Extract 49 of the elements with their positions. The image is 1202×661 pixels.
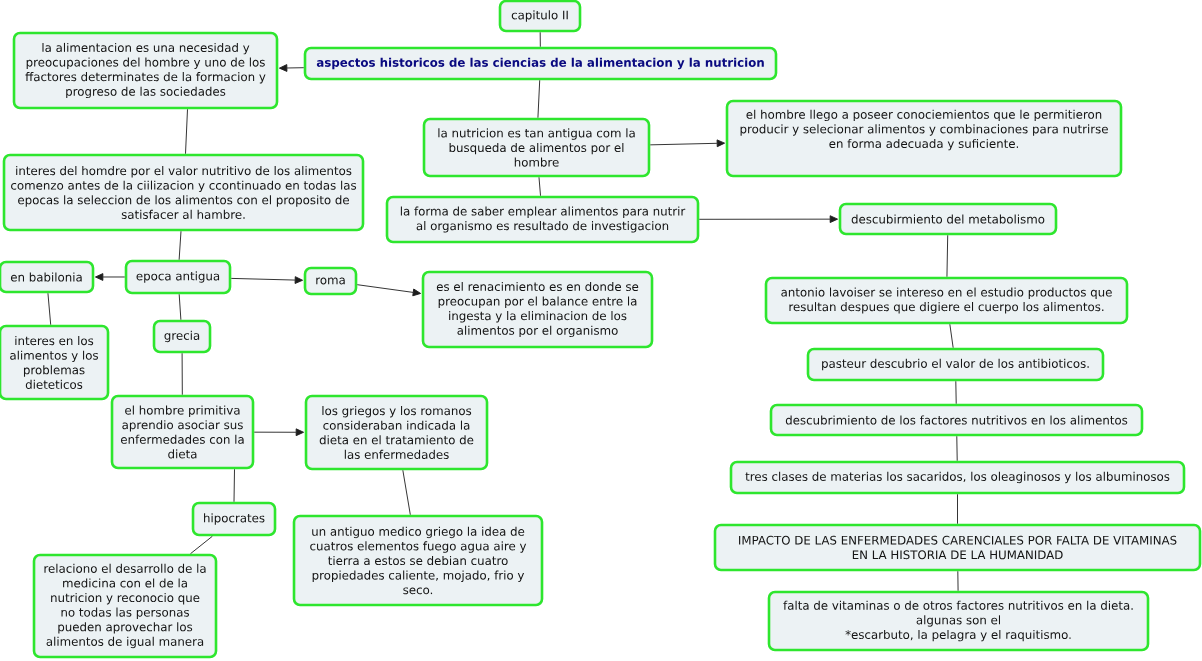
- arrow: [253, 428, 305, 437]
- connector-line: [537, 79, 541, 119]
- connector-line: [178, 230, 182, 261]
- concept-box: hipocrates: [191, 501, 277, 537]
- concept-box: capitulo II: [498, 0, 582, 33]
- concept-box: roma: [303, 266, 358, 296]
- concept-box: epoca antigua: [124, 259, 232, 295]
- connector-line: [47, 292, 52, 326]
- concept-box: relaciono el desarrollo de la medicina con el de la nutricion y reconocio que no todas las personas pueden aprovechar los alimentos de igual manera: [32, 553, 218, 659]
- concept-box: el hombre primitiva aprendio asociar sus enfermedades con la dieta: [110, 394, 255, 470]
- connector-line: [402, 469, 411, 516]
- concept-box: la nutricion es tan antigua com la busqueda de alimentos por el hombre: [422, 117, 651, 178]
- concept-box: los griegos y los romanos consideraban indicada la dieta en el tratamiento de las enfermedades: [304, 394, 489, 471]
- concept-box: interes del homdre por el valor nutritivo de los alimentos comenzo antes de la ciilizacion y ccontinuado en todas las epocas la seleccion de los alimentos con el proposito de satisfacer al hambre.: [2, 153, 365, 232]
- arrow: [278, 64, 305, 72]
- connector-line: [946, 234, 949, 278]
- concept-box: interes en los alimentos y los problemas dieteticos: [0, 324, 110, 401]
- arrow: [698, 215, 839, 223]
- connector-line: [181, 352, 183, 396]
- connector-line: [956, 435, 958, 462]
- arrow: [230, 276, 304, 284]
- concept-box: falta de vitaminas o de otros factores nutritivos en la dieta. algunas son el *escarbuto, la pelagra y el raquitismo.: [767, 590, 1150, 652]
- concept-box: tres clases de materias los sacaridos, los oleaginosos y los albuminosos: [729, 460, 1186, 495]
- concept-box: descubrimiento de los factores nutritivos en los alimentos: [769, 403, 1144, 437]
- concept-box: la forma de saber emplear alimentos para nutrir al organismo es resultado de investigacion: [385, 195, 700, 244]
- concept-box: grecia: [152, 319, 212, 354]
- connector-line: [957, 493, 958, 525]
- concept-box: IMPACTO DE LAS ENFERMEDADES CARENCIALES POR FALTA DE VITAMINAS EN LA HISTORIA DE LA HUMANIDAD: [713, 523, 1202, 572]
- connector-line: [949, 323, 954, 349]
- connector-line: [185, 108, 188, 155]
- concept-box: pasteur descubrio el valor de los antibioticos.: [806, 347, 1105, 382]
- connector-line: [539, 31, 541, 48]
- concept-box: antonio lavoiser se intereso en el estudio productos que resultan despues que digiere el cuerpo los alimentos.: [764, 276, 1129, 325]
- connector-line: [955, 380, 957, 405]
- concept-box: un antiguo medico griego la idea de cuatros elementos fuego agua aire y tierra a estos se debian cuatro propiedades caliente, mojado, frio y seco.: [292, 514, 544, 607]
- connector-line: [190, 535, 213, 555]
- concept-box: es el renacimiento es en donde se preocupan por el balance entre la ingesta y la eliminacion de los alimentos por el organismo: [421, 270, 654, 349]
- connector-line: [178, 293, 182, 321]
- concept-box: descubirmiento del metabolismo: [838, 202, 1058, 236]
- arrow: [649, 139, 726, 148]
- arrow: [94, 273, 126, 281]
- arrow: [356, 284, 422, 297]
- concept-box: la alimentacion es una necesidad y preocupaciones del hombre y uno de los ffactores determinates de la formacion y progreso de las sociedades: [12, 31, 279, 110]
- connector-line: [538, 176, 541, 197]
- connector-line: [957, 570, 959, 592]
- concept-box: en babilonia: [0, 260, 95, 294]
- connector-line: [233, 468, 235, 503]
- concept-box: el hombre llego a poseer conociemientos que le permitieron producir y selecionar alimentos y combinaciones para nutrirse en forma adecuada y suficiente.: [725, 99, 1123, 178]
- topic-box: aspectos historicos de las ciencias de la alimentacion y la nutricion: [303, 46, 778, 81]
